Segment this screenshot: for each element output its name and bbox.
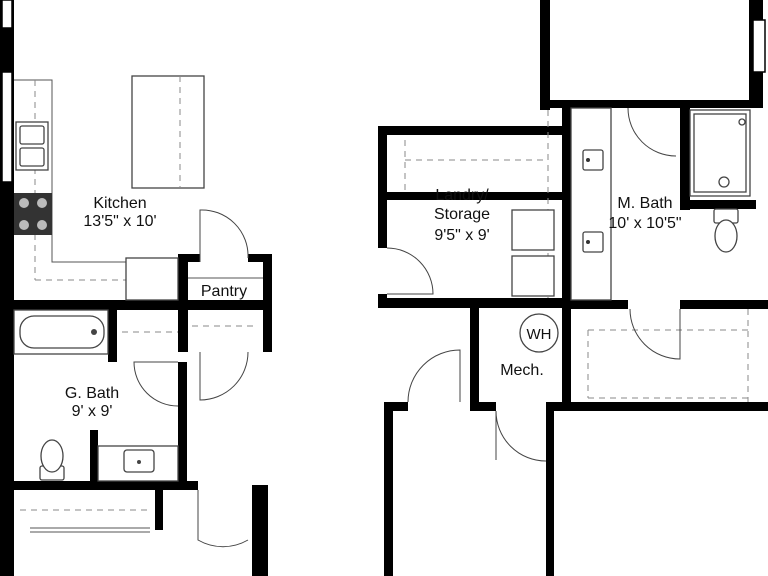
mech-label: Mech. [500,362,544,379]
g-bath-size: 9' x 9' [72,403,113,420]
kitchen-label: Kitchen [93,195,146,212]
closet [20,490,249,548]
laundry-label: Landry/ [435,187,489,204]
sink-icon [15,121,49,171]
shower-icon [689,109,751,197]
mech-room: WH Mech. [407,313,559,462]
m-bath-label: M. Bath [617,195,672,212]
svg-text:WH: WH [527,326,552,343]
kitchen-size: 13'5" x 10' [83,213,156,230]
water-heater-icon: WH [519,313,559,353]
kitchen: Kitchen 13'5" x 10' [14,75,205,301]
laundry-storage: Landry/ Storage 9'5" x 9' [386,110,555,298]
pantry-label: Pantry [201,283,247,300]
bathtub-icon [13,309,109,355]
m-bath-size: 10' x 10'5" [608,215,681,232]
vanity-sink-icon [97,445,179,482]
washer-dryer-icon [511,209,555,297]
vanity-sink-icon [582,149,604,253]
pantry: Pantry [188,209,263,401]
toilet-icon [39,439,65,481]
kitchen-island [131,75,205,189]
laundry-label-2: Storage [434,206,490,223]
toilet-icon [713,208,739,253]
g-bath-label: G. Bath [65,385,119,402]
guest-bath: G. Bath 9' x 9' [13,309,179,482]
master-closet [587,308,749,402]
master-bath: M. Bath 10' x 10'5" [570,107,751,301]
laundry-size: 9'5" x 9' [434,227,489,244]
range-icon [14,193,52,235]
windows [1,0,766,183]
